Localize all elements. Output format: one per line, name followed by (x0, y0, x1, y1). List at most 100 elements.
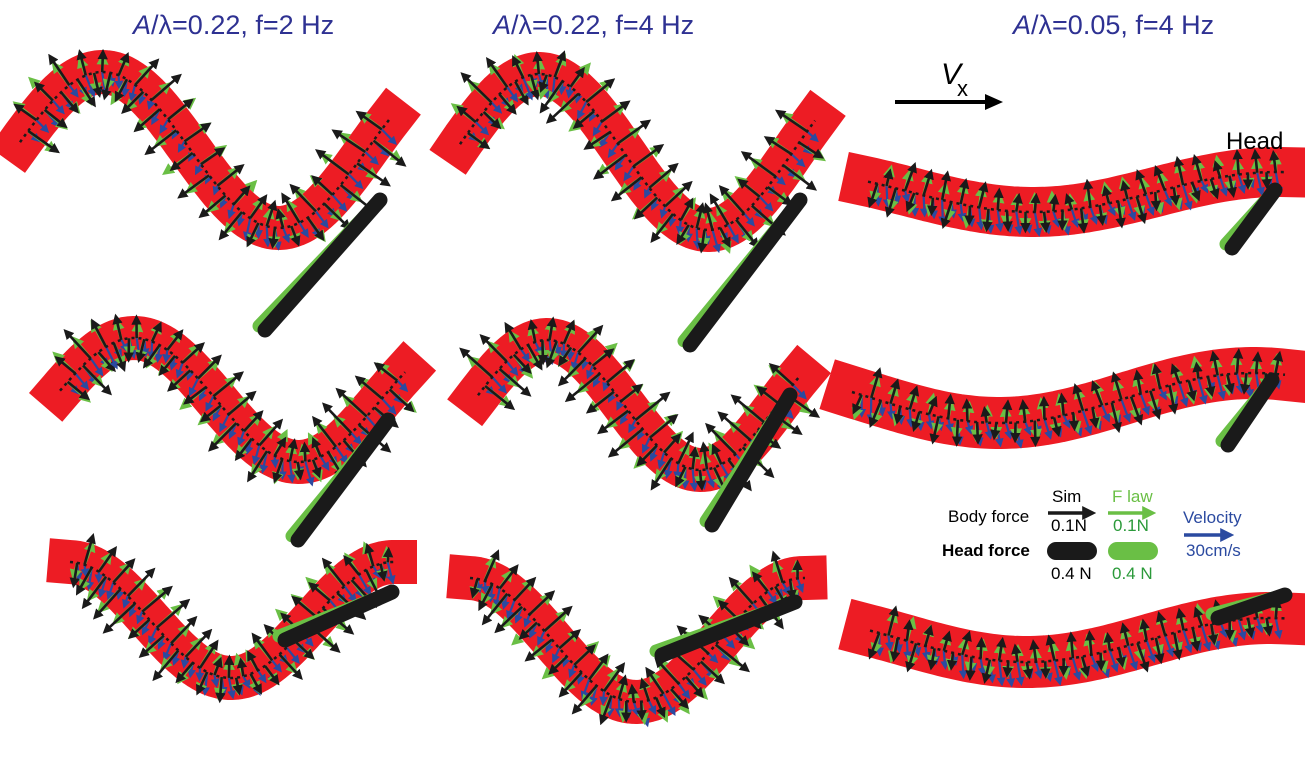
sim-force-vector (263, 665, 280, 686)
velocity-vector (1273, 617, 1283, 640)
velocity-vector (1120, 399, 1132, 423)
legend-sim-head-scale: 0.4 N (1051, 564, 1092, 583)
velocity-vector (210, 674, 220, 688)
sim-force-vector (903, 162, 917, 192)
velocity-vector (705, 469, 716, 489)
head-force-sim (257, 192, 388, 338)
sim-force-vector (485, 56, 509, 88)
sim-force-vector (1030, 192, 1041, 213)
sim-force-vector (1096, 204, 1107, 227)
sim-force-vector (1029, 639, 1040, 663)
sim-force-vector (545, 92, 580, 124)
body-centerline (69, 560, 395, 680)
velocity-vector (1164, 634, 1175, 658)
sim-force-vector (1151, 363, 1162, 389)
sim-force-vector (364, 542, 375, 567)
sim-force-vector (679, 197, 694, 221)
velocity-vector (520, 348, 531, 363)
velocity-vector (350, 432, 362, 445)
sim-force-vector (459, 347, 494, 379)
snake-panel-9 (838, 587, 1305, 688)
velocity-vector (491, 376, 507, 394)
sim-force-vector (627, 683, 639, 703)
sim-force-vector (498, 564, 519, 590)
velocity-vector (1178, 382, 1189, 407)
sim-force-vector (982, 208, 993, 233)
sim-force-vector (121, 90, 145, 115)
sim-force-vector (709, 193, 730, 226)
sim-force-vector (227, 390, 257, 416)
sim-force-vector (323, 202, 352, 230)
sim-force-vector (605, 358, 635, 384)
sim-force-vector (13, 103, 38, 122)
velocity-vector (537, 630, 546, 646)
sim-force-vector (483, 549, 500, 582)
sim-force-vector (996, 636, 1007, 661)
sim-force-vector (883, 168, 894, 187)
sim-force-vector (1066, 631, 1077, 659)
velocity-vector (996, 660, 1006, 687)
sim-force-vector (372, 139, 407, 167)
velocity-direction-indicator: V x (895, 58, 1010, 114)
sim-force-vector (927, 648, 938, 671)
sim-force-vector (1115, 647, 1126, 668)
sim-force-vector (76, 78, 96, 108)
sim-force-vector (663, 433, 682, 454)
sim-force-vector (1095, 652, 1107, 671)
sim-force-vector (719, 227, 731, 248)
sim-force-vector (617, 674, 628, 700)
sim-force-vector (543, 605, 573, 632)
sim-force-vector (1172, 632, 1183, 661)
body-centerline (867, 170, 1286, 214)
body-centerline (458, 72, 817, 232)
sim-force-vector (993, 187, 1004, 211)
sim-force-vector (940, 201, 953, 229)
sim-force-vector (126, 567, 156, 598)
sim-force-vector (215, 676, 226, 704)
sim-force-vector (518, 621, 538, 640)
velocity-vector (642, 437, 651, 454)
sim-force-vector (249, 194, 268, 219)
sim-force-vector (354, 375, 383, 400)
head-force-sim (277, 584, 400, 648)
sim-force-vector (155, 598, 191, 629)
sim-force-vector (498, 93, 517, 115)
velocity-vector (1101, 404, 1111, 423)
velocity-vector (1033, 211, 1043, 237)
velocity-vector (964, 420, 974, 435)
sim-force-vector (1101, 185, 1112, 204)
head-force-sim (290, 412, 396, 548)
sim-force-vector (312, 415, 338, 448)
velocity-vector (628, 419, 637, 434)
sim-force-vector (677, 431, 694, 464)
sim-force-vector (1209, 178, 1220, 200)
sim-force-vector (670, 688, 689, 710)
velocity-vector (523, 614, 532, 628)
sim-force-vector (929, 416, 940, 445)
snake-panel-5 (447, 316, 831, 533)
sim-force-vector (684, 675, 704, 699)
sim-force-vector (1018, 399, 1029, 422)
velocity-vector (194, 163, 204, 176)
velocity-vector (644, 187, 653, 199)
sim-force-vector (588, 653, 609, 681)
sim-force-vector (890, 637, 901, 663)
sim-force-vector (1170, 363, 1181, 384)
sim-force-vector (117, 52, 130, 76)
sim-force-vector (1153, 165, 1166, 191)
sim-force-vector (292, 639, 315, 660)
sim-force-vector (1190, 627, 1201, 652)
velocity-vector (945, 418, 954, 433)
sim-force-vector (513, 576, 537, 601)
sim-force-vector (54, 355, 77, 375)
sim-force-vector (481, 592, 509, 626)
sim-force-vector (636, 701, 647, 721)
sim-force-vector (92, 588, 122, 620)
sim-force-vector (774, 109, 808, 133)
velocity-vector (1062, 414, 1071, 429)
sim-force-vector (648, 413, 679, 439)
sim-force-vector (664, 180, 693, 208)
sim-force-vector (903, 619, 914, 641)
sim-force-vector (1135, 196, 1147, 225)
velocity-vector (1014, 211, 1024, 235)
